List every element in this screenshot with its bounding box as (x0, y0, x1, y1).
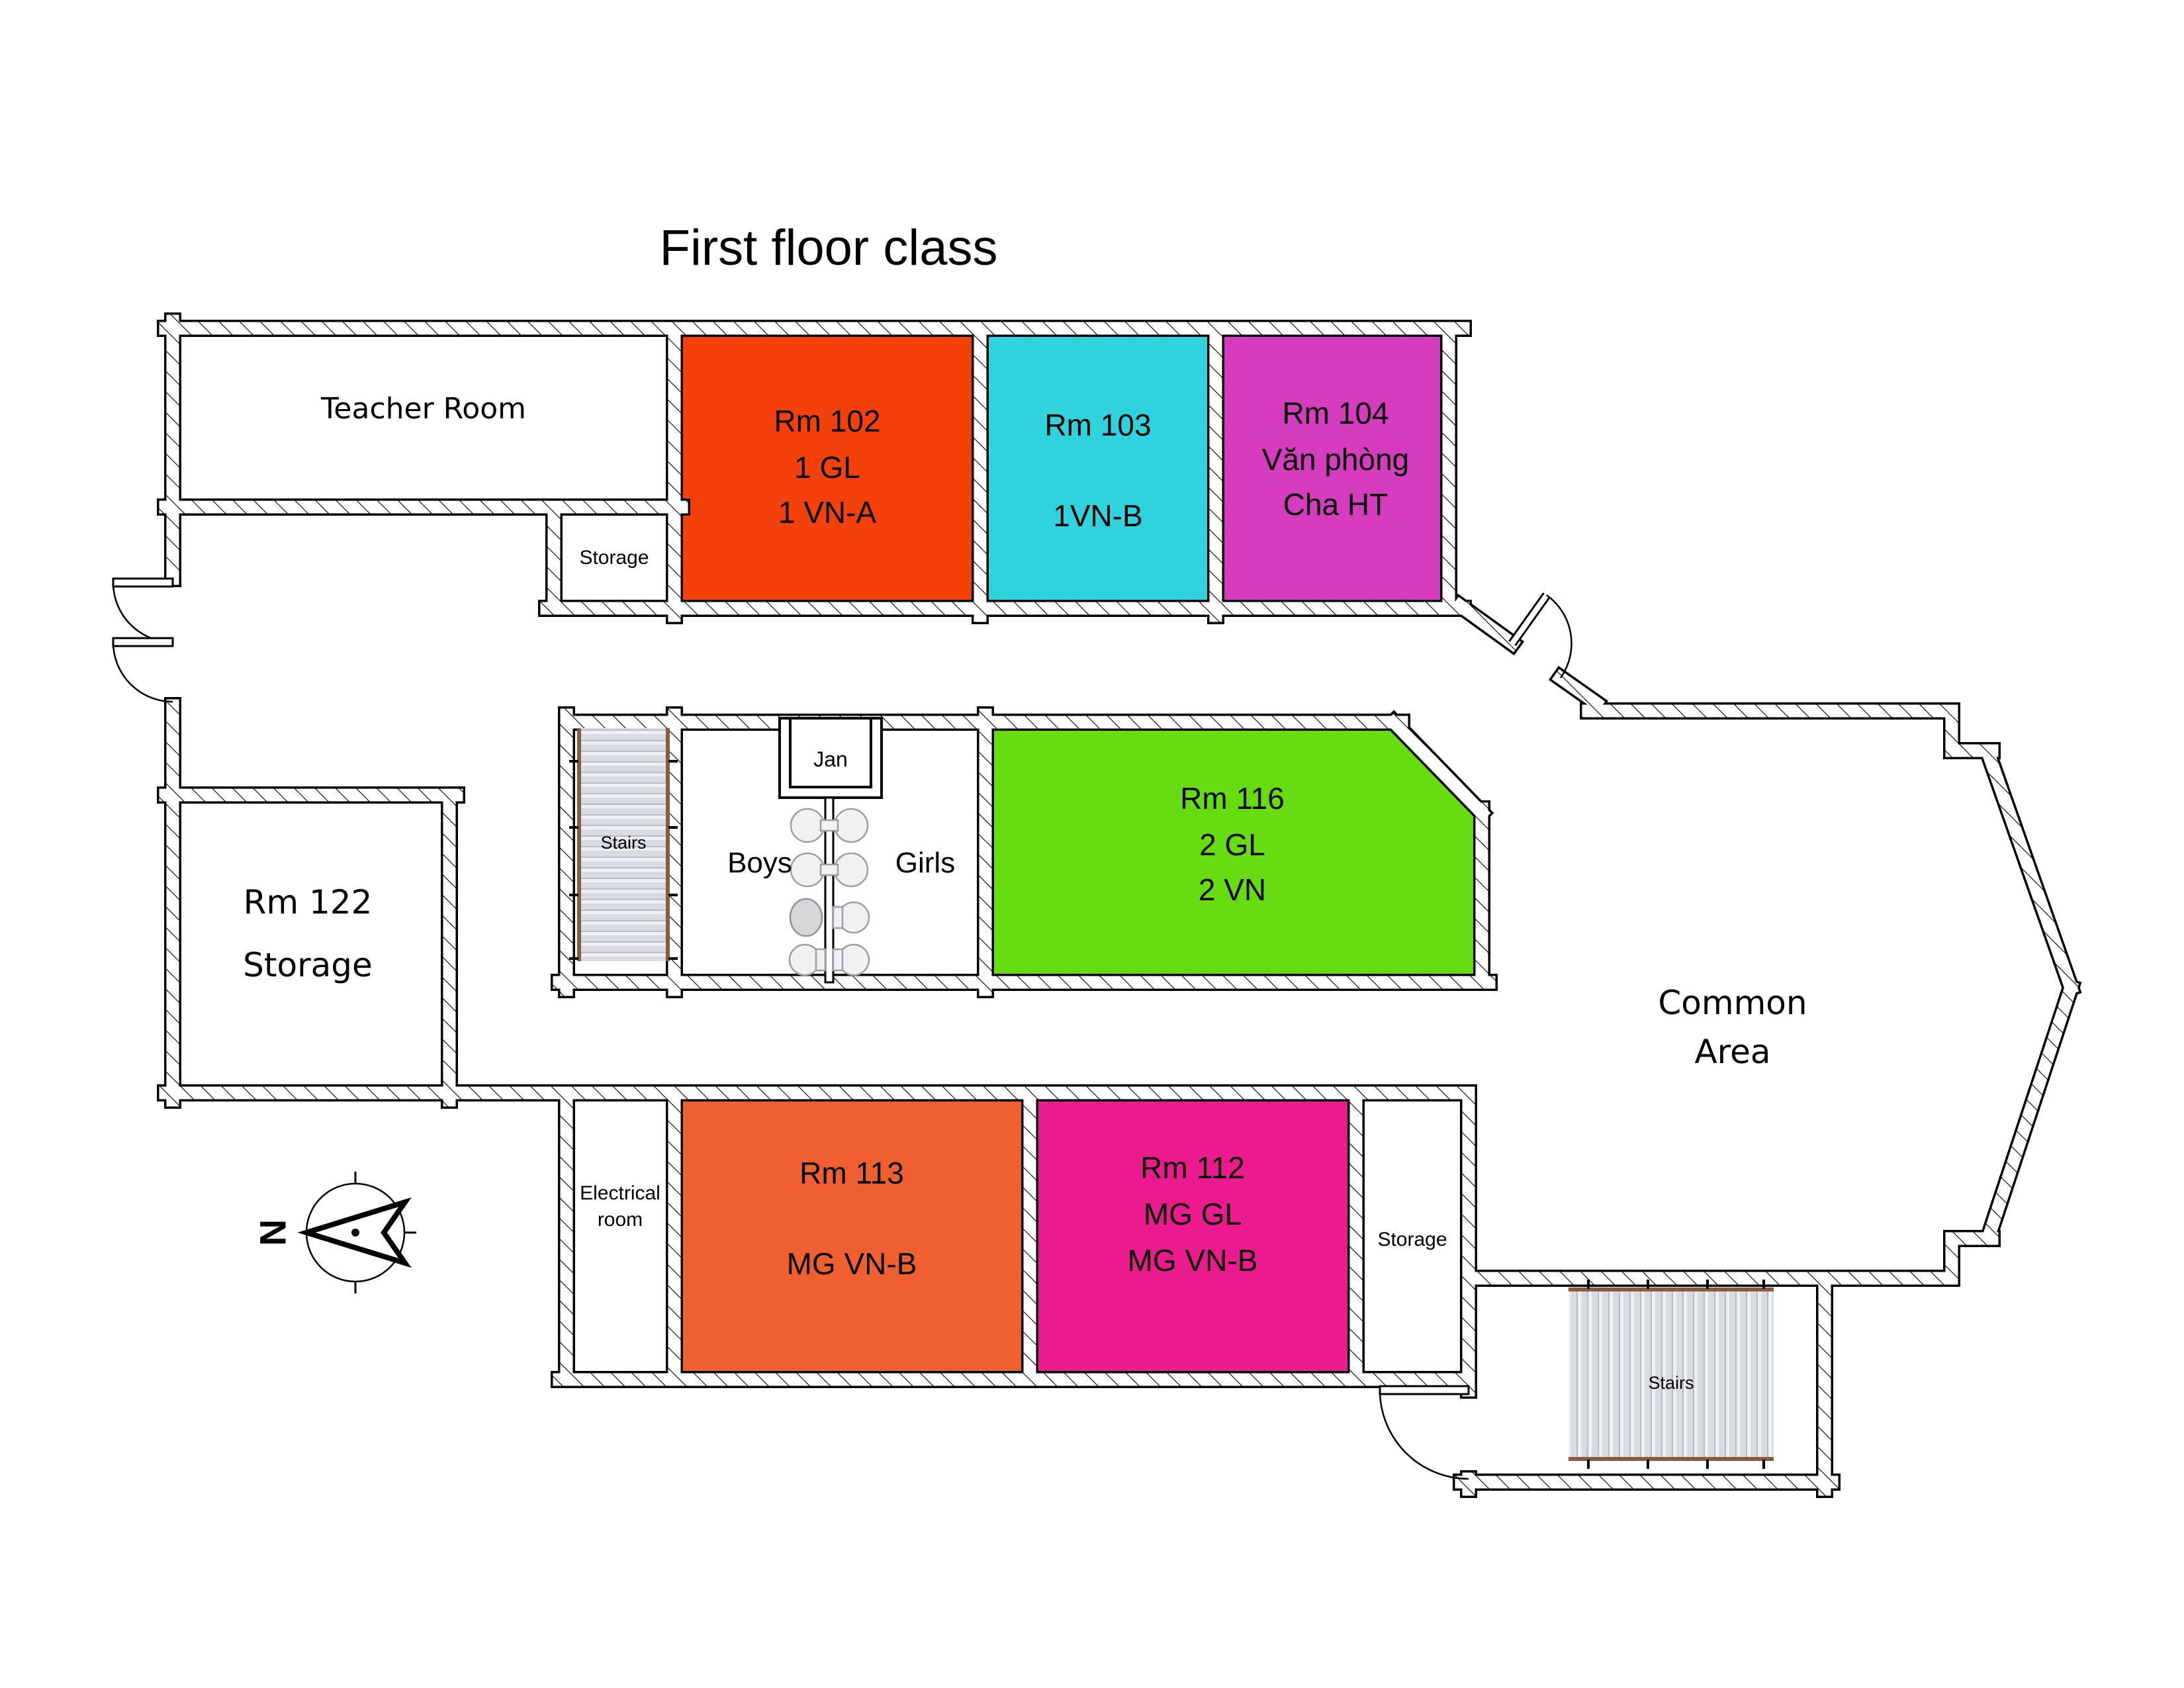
room-rm113 (674, 1100, 1030, 1380)
rm122-line2: Storage (243, 946, 373, 984)
sink-icon (790, 808, 825, 843)
rm116-name: Rm 116 (1180, 781, 1285, 816)
jan-label: Jan (813, 747, 848, 771)
rm116-line3: 2 VN (1199, 872, 1266, 907)
stairs-bottom-graphic: Stairs (1569, 1280, 1774, 1469)
stairs-mid-label: Stairs (600, 833, 646, 853)
toilet-tank (832, 906, 844, 929)
girls-label: Girls (895, 847, 955, 879)
stairs-rail-left (577, 728, 581, 961)
toilet-tank (832, 948, 844, 972)
rm102-line2: 1 GL (794, 450, 860, 485)
faucet-icon (819, 819, 839, 832)
door-swing (112, 641, 173, 703)
toilet-tank (815, 948, 827, 972)
rm103-line2: 1VN-B (1053, 498, 1142, 533)
rm103-name: Rm 103 (1044, 408, 1151, 442)
room-rm112 (1030, 1100, 1356, 1380)
common-area-line2: Area (1694, 1033, 1770, 1071)
rm104-line3: Cha HT (1283, 487, 1388, 522)
door-swing (1546, 594, 1572, 679)
room-storage-top (554, 507, 674, 608)
rm113-name: Rm 113 (799, 1156, 904, 1190)
common-area-line1: Common (1658, 984, 1807, 1022)
door-swing (112, 582, 173, 643)
rm113-line2: MG VN-B (787, 1246, 917, 1281)
door-swing (1379, 1389, 1469, 1480)
door-leaf-fill (1510, 593, 1549, 645)
stairs-rail-right (666, 728, 670, 961)
rm112-name: Rm 112 (1140, 1150, 1245, 1185)
door-leaf (112, 577, 174, 588)
jan-closet: Jan (778, 717, 883, 799)
stairs-mid-graphic: Stairs (569, 728, 678, 961)
room-rm116 (985, 722, 1482, 982)
rm112-line3: MG VN-B (1128, 1243, 1258, 1278)
stairs-bottom-label: Stairs (1648, 1373, 1694, 1393)
rm122-line1: Rm 122 (244, 883, 373, 921)
rm104-line2: Văn phòng (1262, 442, 1410, 477)
door-leaf (1379, 1385, 1470, 1395)
doors (112, 577, 1572, 1480)
bathroom-divider-wall (824, 796, 835, 984)
rm102-line3: 1 VN-A (778, 495, 877, 530)
rm112-line2: MG GL (1144, 1197, 1242, 1231)
electrical-line2: room (598, 1209, 643, 1231)
rm104-name: Rm 104 (1282, 396, 1388, 430)
sink-icon (833, 852, 869, 888)
stairs-treads (577, 728, 670, 961)
storage-top-label: Storage (579, 547, 649, 569)
stairs-treads (1569, 1288, 1774, 1461)
sink-icon (833, 808, 869, 843)
storage-bottom-label: Storage (1377, 1229, 1447, 1250)
stairs-rail-bottom (1569, 1457, 1774, 1461)
room-rm122 (173, 795, 449, 1093)
electrical-line1: Electrical (580, 1182, 660, 1204)
urinal-icon (789, 898, 823, 937)
room-rm102 (674, 328, 980, 608)
compass-north-label: N (252, 1219, 294, 1246)
rm116-line2: 2 GL (1199, 827, 1265, 862)
boys-label: Boys (727, 847, 792, 879)
room-fills (173, 328, 1482, 1380)
sink-icon (790, 852, 825, 888)
room-teacher (173, 328, 674, 507)
rm102-name: Rm 102 (774, 404, 880, 438)
bathroom-fixtures (788, 808, 870, 976)
stairs-rail-top (1569, 1288, 1774, 1291)
room-electrical (567, 1100, 674, 1380)
room-rm104 (1216, 328, 1456, 608)
door-leaf (112, 637, 174, 647)
page-title: First floor class (660, 220, 998, 276)
room-rm103 (980, 328, 1216, 608)
compass-north-icon: N (252, 1172, 416, 1293)
teacher-room-label: Teacher Room (320, 392, 526, 426)
room-labels: Teacher Room Storage Rm 102 1 GL 1 VN-A … (243, 392, 1807, 1281)
faucet-icon (819, 863, 839, 876)
room-storage-bottom (1356, 1100, 1469, 1380)
